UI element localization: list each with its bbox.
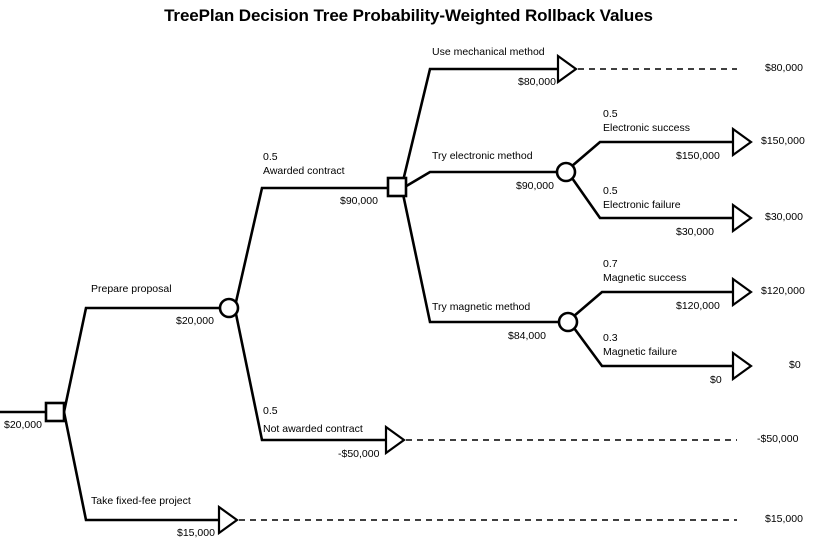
edge-magnetic-success <box>573 290 733 317</box>
branch-value-electronic-failure: $30,000 <box>676 226 714 238</box>
chance-node-electronic <box>555 161 577 183</box>
terminal-node-magnetic-success <box>731 276 753 308</box>
edge-magnetic-failure <box>572 327 733 368</box>
branch-value-use-mechanical: $80,000 <box>518 76 556 88</box>
payoff-fixed-fee: $15,000 <box>765 513 803 525</box>
payoff-mechanical: $80,000 <box>765 62 803 74</box>
chance-node-magnetic <box>557 311 579 333</box>
decision-node-root <box>44 401 66 423</box>
terminal-node-electronic-failure <box>731 202 753 234</box>
branch-label-not-awarded-contract: Not awarded contract <box>263 423 363 435</box>
terminal-node-not-awarded <box>384 424 406 456</box>
branch-label-magnetic-success: Magnetic success <box>603 272 687 284</box>
edge-awarded-contract <box>234 186 393 303</box>
branch-value-magnetic-success: $120,000 <box>676 300 720 312</box>
branch-value-try-magnetic: $84,000 <box>508 330 546 342</box>
branch-label-take-fixed-fee: Take fixed-fee project <box>91 495 191 507</box>
edge-try-electronic <box>402 170 559 190</box>
branch-prob-magnetic-failure: 0.3 <box>603 332 618 344</box>
branch-prob-electronic-success: 0.5 <box>603 108 618 120</box>
branch-prob-magnetic-success: 0.7 <box>603 258 618 270</box>
branch-label-try-magnetic: Try magnetic method <box>432 301 531 313</box>
terminal-node-mechanical <box>556 53 578 85</box>
terminal-node-fixed-fee <box>217 504 239 536</box>
decision-node-method <box>386 176 408 198</box>
payoff-electronic-failure: $30,000 <box>765 211 803 223</box>
branch-label-magnetic-failure: Magnetic failure <box>603 346 678 358</box>
page-title: TreePlan Decision Tree Probability-Weigh… <box>164 6 653 25</box>
branch-value-not-awarded-contract: -$50,000 <box>338 448 380 460</box>
branch-label-electronic-success: Electronic success <box>603 122 690 134</box>
branch-value-magnetic-failure: $0 <box>710 374 722 386</box>
branch-value-try-electronic: $90,000 <box>516 180 554 192</box>
branch-prob-not-awarded-contract: 0.5 <box>263 405 278 417</box>
branch-prob-awarded-contract: 0.5 <box>263 151 278 163</box>
edge-try-magnetic <box>401 193 561 324</box>
terminal-node-electronic-success <box>731 126 753 158</box>
branch-value-prepare-proposal: $20,000 <box>176 315 214 327</box>
payoff-magnetic-failure: $0 <box>789 359 801 371</box>
branch-value-take-fixed-fee: $15,000 <box>177 527 215 539</box>
edge-use-mechanical <box>401 67 565 182</box>
payoff-electronic-success: $150,000 <box>761 135 805 147</box>
edge-not-awarded-contract <box>234 313 392 442</box>
payoff-not-awarded: -$50,000 <box>757 433 799 445</box>
branch-value-awarded-contract: $90,000 <box>340 195 378 207</box>
branch-label-electronic-failure: Electronic failure <box>603 199 681 211</box>
edge-prepare-proposal <box>62 306 229 413</box>
chance-node-contract <box>218 297 240 319</box>
branch-label-try-electronic: Try electronic method <box>432 150 533 162</box>
branch-prob-electronic-failure: 0.5 <box>603 185 618 197</box>
branch-label-prepare-proposal: Prepare proposal <box>91 283 172 295</box>
edge-electronic-failure <box>570 177 733 220</box>
terminal-node-magnetic-failure <box>731 350 753 382</box>
branch-label-awarded-contract: Awarded contract <box>263 165 345 177</box>
edge-take-fixed-fee <box>62 411 225 522</box>
edge-electronic-success <box>571 140 733 167</box>
root-value-label: $20,000 <box>4 419 42 431</box>
branch-label-use-mechanical: Use mechanical method <box>432 46 545 58</box>
payoff-magnetic-success: $120,000 <box>761 285 805 297</box>
branch-value-electronic-success: $150,000 <box>676 150 720 162</box>
